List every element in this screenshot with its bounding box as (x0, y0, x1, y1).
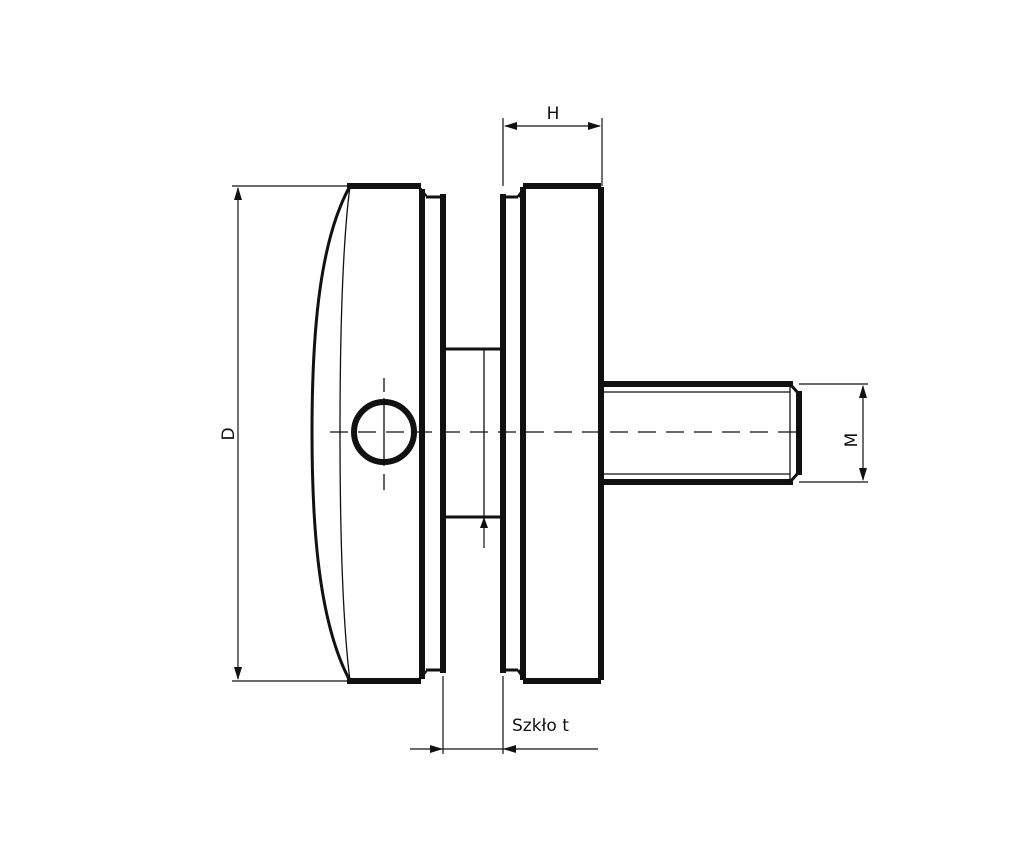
dimension-m: M (799, 383, 868, 483)
right-washer (500, 194, 518, 673)
dimension-d: D (219, 185, 350, 682)
cross-hole (351, 378, 417, 490)
threaded-stud (601, 381, 802, 485)
dimension-glass-thickness: Szkło t (410, 676, 598, 754)
dimension-m-label: M (842, 433, 862, 448)
dimension-h: H (502, 104, 603, 186)
left-washer (426, 194, 446, 673)
central-spacer (446, 347, 500, 548)
right-disc (516, 183, 604, 684)
dimension-h-label: H (547, 104, 560, 124)
dimension-d-label: D (219, 427, 239, 440)
dimension-glass-label: Szkło t (512, 716, 569, 736)
left-cap (310, 183, 428, 684)
